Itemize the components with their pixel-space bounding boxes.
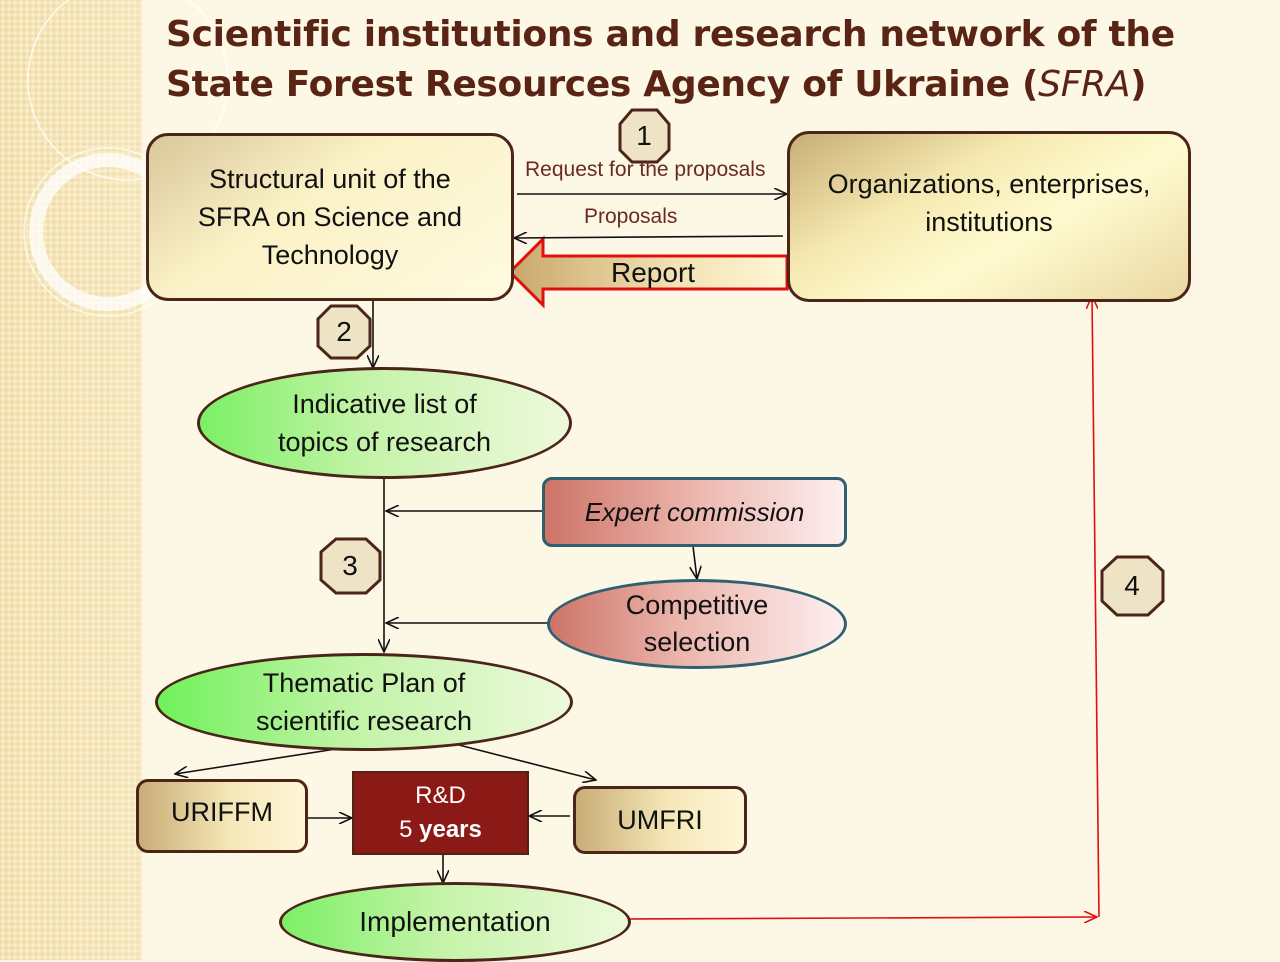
rd-duration-unit: years xyxy=(419,816,482,843)
rd-duration-number: 5 xyxy=(399,816,413,843)
structural-unit-label: Structural unit of the SFRA on Science a… xyxy=(197,164,463,270)
step-4-number: 4 xyxy=(1124,570,1140,601)
thematic-plan-ellipse: Thematic Plan of scientific research xyxy=(155,653,573,751)
step-1-octagon xyxy=(618,108,671,164)
report-arrow xyxy=(507,235,789,309)
expert-to-selection-connector xyxy=(693,545,697,579)
organizations-box: Organizations, enterprises, institutions xyxy=(787,131,1191,302)
rd-duration: 5 years xyxy=(399,813,482,847)
umfri-label: UMFRI xyxy=(617,804,703,835)
uriffm-label: URIFFM xyxy=(171,796,273,827)
step-3-octagon xyxy=(319,537,382,595)
indicative-list-ellipse: Indicative list of topics of research xyxy=(197,367,572,479)
step-4-octagon xyxy=(1100,555,1165,617)
step-1-number: 1 xyxy=(636,120,652,151)
request-label: Request for the proposals xyxy=(525,158,766,181)
page-title: Scientific institutions and research net… xyxy=(166,10,1246,110)
thematic-plan-label: Thematic Plan of scientific research xyxy=(255,668,473,736)
rd-box: R&D 5 years xyxy=(352,771,529,855)
plan-to-uriffm-connector xyxy=(175,748,337,774)
competitive-selection-label: Competitive selection xyxy=(625,590,769,657)
plan-to-umfri-connector xyxy=(454,743,596,780)
implementation-label: Implementation xyxy=(359,906,551,937)
expert-commission-box: Expert commission xyxy=(542,477,847,547)
implementation-feedback-line xyxy=(629,917,1097,919)
step-2-number: 2 xyxy=(336,316,352,347)
rd-label: R&D xyxy=(415,782,466,809)
report-label: Report xyxy=(611,257,696,288)
structural-unit-box: Structural unit of the SFRA on Science a… xyxy=(146,133,514,301)
proposals-connector xyxy=(514,236,784,238)
expert-commission-label: Expert commission xyxy=(584,496,805,527)
step-3-number: 3 xyxy=(342,550,358,581)
title-line-2-prefix: State Forest Resources Agency of Ukraine… xyxy=(166,64,1039,105)
title-sfra: SFRA xyxy=(1038,64,1131,105)
implementation-ellipse: Implementation xyxy=(279,882,631,962)
feedback-to-organizations-line xyxy=(1092,296,1100,918)
indicative-list-label: Indicative list of topics of research xyxy=(277,389,492,457)
organizations-label: Organizations, enterprises, institutions xyxy=(827,168,1151,237)
title-line-1: Scientific institutions and research net… xyxy=(166,14,1175,55)
umfri-box: UMFRI xyxy=(573,786,747,854)
step-2-octagon xyxy=(316,304,372,360)
competitive-selection-ellipse: Competitive selection xyxy=(547,579,847,669)
title-line-2-suffix: ) xyxy=(1130,64,1147,105)
uriffm-box: URIFFM xyxy=(136,779,308,853)
proposals-label: Proposals xyxy=(584,205,678,228)
title-line-2: State Forest Resources Agency of Ukraine… xyxy=(166,60,1246,110)
